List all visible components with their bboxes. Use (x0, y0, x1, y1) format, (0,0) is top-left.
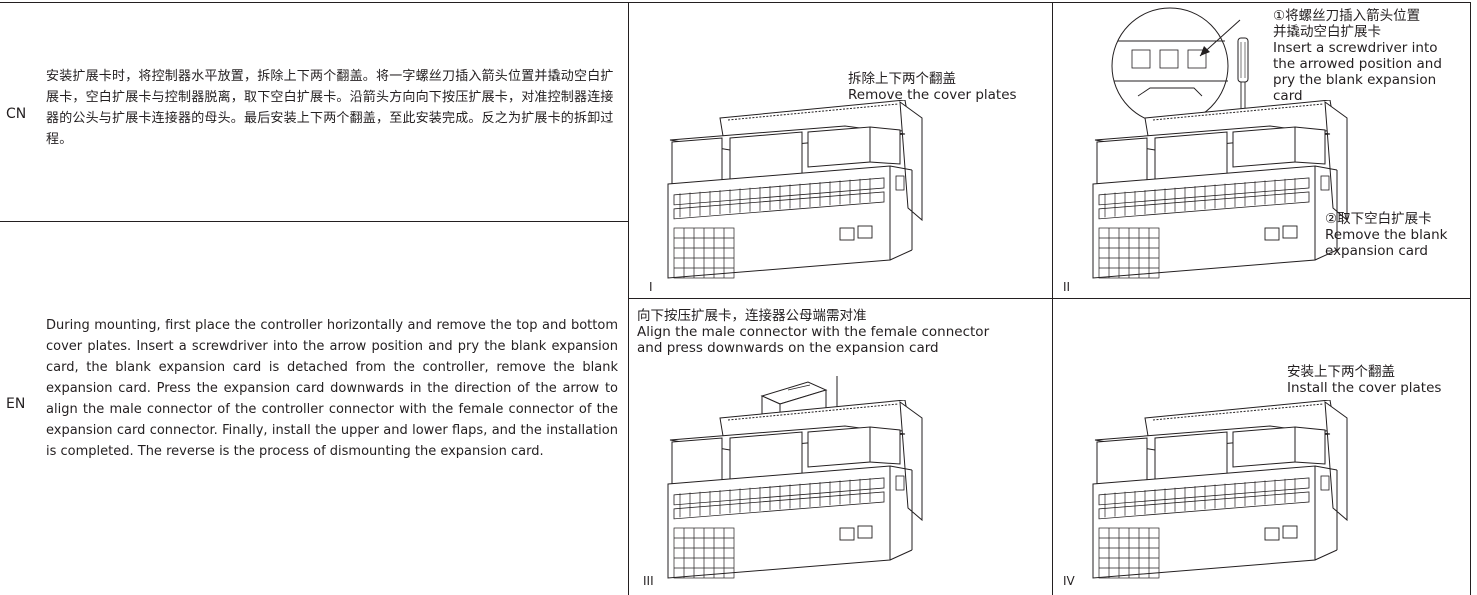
panel-2-step1-caption: ①将螺丝刀插入箭头位置 并撬动空白扩展卡 Insert a screwdrive… (1273, 8, 1442, 104)
panel-2-step2-caption: ②取下空白扩展卡 Remove the blank expansion card (1325, 211, 1448, 259)
section-divider (0, 221, 628, 222)
panel-2-step2-cn: ②取下空白扩展卡 (1325, 211, 1432, 227)
panel-2-step1-en2: the arrowed position and (1273, 56, 1442, 72)
panel-2-step1-cn1: ①将螺丝刀插入箭头位置 (1273, 8, 1421, 24)
panel-3-caption-cn: 向下按压扩展卡，连接器公母端需对准 (637, 308, 867, 324)
cn-label: CN (6, 106, 27, 122)
panel-1-caption: 拆除上下两个翻盖 Remove the cover plates (848, 71, 1017, 103)
panel-2-zoom-detail (1090, 6, 1260, 156)
en-paragraph: During mounting, first place the control… (46, 318, 618, 459)
panel-3-roman: III (643, 574, 654, 588)
en-label: EN (6, 396, 26, 412)
panel-2-step1-en1: Insert a screwdriver into (1273, 40, 1438, 56)
panel-2-step2-en1: Remove the blank (1325, 227, 1448, 243)
panel-2-step1-en4: card (1273, 88, 1303, 104)
panel-frame-right (1470, 2, 1471, 595)
panel-4-caption-en: Install the cover plates (1287, 380, 1442, 396)
panel-2-roman: II (1063, 280, 1071, 294)
panel-3-caption-en1: Align the male connector with the female… (637, 324, 990, 340)
panel-2-figure (1085, 100, 1355, 290)
plc-controller-drawing (667, 100, 923, 279)
panel-frame-horizontal (628, 298, 1470, 299)
panel-3-figure (660, 400, 930, 590)
panel-2-step2-en2: expansion card (1325, 243, 1428, 259)
cn-paragraph: 安装扩展卡时，将控制器水平放置，拆除上下两个翻盖。将一字螺丝刀插入箭头位置并撬动… (46, 69, 614, 147)
panel-1-figure (660, 100, 930, 290)
panel-4-figure (1085, 400, 1355, 590)
panel-4-caption-cn: 安装上下两个翻盖 (1287, 364, 1395, 380)
panel-1-caption-en: Remove the cover plates (848, 87, 1017, 103)
panel-1-caption-cn: 拆除上下两个翻盖 (848, 71, 956, 87)
panel-2-step1-cn2: 并撬动空白扩展卡 (1273, 24, 1381, 40)
panel-2-step1-en3: pry the blank expansion (1273, 72, 1437, 88)
panel-4-roman: IV (1063, 574, 1075, 588)
panel-3-caption-en2: and press downwards on the expansion car… (637, 340, 939, 356)
panel-1-roman: I (649, 280, 653, 294)
panel-3-caption: 向下按压扩展卡，连接器公母端需对准 Align the male connect… (637, 308, 989, 356)
panel-4-caption: 安装上下两个翻盖 Install the cover plates (1287, 364, 1441, 396)
top-rule (0, 2, 1470, 3)
